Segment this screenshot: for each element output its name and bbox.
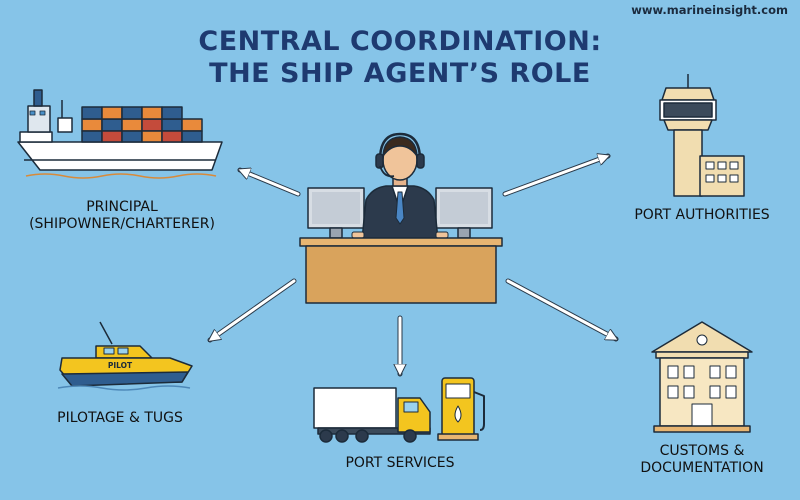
connector-arrows — [210, 156, 616, 374]
boat-pilot-text: PILOT — [108, 361, 133, 370]
pilot-boat-icon: PILOT — [57, 321, 193, 391]
arrow-to-principal — [240, 170, 301, 197]
title-line-1: CENTRAL COORDINATION: — [198, 26, 602, 57]
label-principal: PRINCIPAL (SHIPOWNER/CHARTERER) — [0, 199, 244, 233]
desk-top — [299, 237, 503, 247]
container-ship-icon — [17, 89, 223, 179]
truck-and-fuel-pump-icon — [313, 377, 485, 443]
desk-body — [305, 245, 497, 304]
label-principal-line-1: PRINCIPAL — [86, 199, 158, 215]
label-pilotage-tugs: PILOTAGE & TUGS — [57, 410, 183, 426]
arrow-to-pilotage — [210, 278, 297, 343]
control-tower-icon — [659, 74, 745, 197]
customs-building-icon — [651, 321, 753, 433]
label-customs-documentation: CUSTOMS & DOCUMENTATION — [608, 443, 796, 477]
building-door — [691, 403, 713, 427]
watermark: www.marineinsight.com — [631, 3, 788, 17]
label-port-services: PORT SERVICES — [345, 455, 455, 471]
arrow-to-port-authorities — [502, 156, 608, 197]
headset-icon — [378, 132, 422, 161]
truck-trailer — [313, 387, 397, 429]
ship-agent-at-desk-icon — [299, 132, 503, 304]
title-line-2: THE SHIP AGENT’S ROLE — [209, 58, 591, 89]
label-customs-line-1: CUSTOMS & — [659, 443, 745, 459]
label-port-authorities: PORT AUTHORITIES — [634, 207, 770, 223]
arrow-to-customs — [505, 278, 616, 342]
diagram-title: CENTRAL COORDINATION: THE SHIP AGENT’S R… — [0, 26, 800, 90]
label-customs-line-2: DOCUMENTATION — [640, 460, 764, 476]
label-principal-line-2: (SHIPOWNER/CHARTERER) — [29, 216, 215, 232]
